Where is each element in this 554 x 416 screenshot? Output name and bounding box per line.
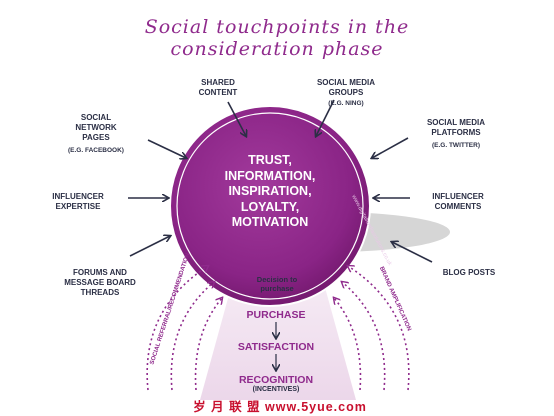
diagram-title: Social touchpoints in the consideration … <box>0 16 554 60</box>
site-watermark: 岁 月 联 盟 www.5yue.com <box>193 400 367 414</box>
left-arc-inner <box>194 298 222 391</box>
label-shared-content: SHARED CONTENT <box>198 78 238 97</box>
center-line-3: INSPIRATION, <box>228 184 312 198</box>
right-arc-outer <box>348 266 410 391</box>
arrow-social-media-platforms <box>372 137 409 158</box>
center-line-4: LOYALTY, <box>240 199 300 214</box>
arrow-social-network-pages <box>147 139 186 158</box>
stage-purchase: PURCHASE <box>246 309 306 321</box>
decision-to-purchase: Decision to purchase <box>256 275 298 293</box>
left-arc-middle <box>170 282 214 391</box>
center-line-5: MOTIVATION <box>231 215 309 229</box>
right-arc-middle <box>342 282 386 391</box>
center-line-1: TRUST, <box>248 153 292 167</box>
arrow-shared-content <box>227 101 246 136</box>
center-values: TRUST, INFORMATION, INSPIRATION, LOYALTY… <box>200 153 340 231</box>
label-social-network-pages: SOCIAL NETWORK PAGES (E.G. FACEBOOK) <box>68 113 124 154</box>
title-line-1: Social touchpoints in the <box>144 16 410 38</box>
central-circle <box>169 105 371 307</box>
center-line-2: INFORMATION, <box>224 168 316 183</box>
arrow-social-media-groups <box>316 99 335 136</box>
label-social-media-platforms: SOCIAL MEDIA PLATFORMS (E.G. TWITTER) <box>426 118 486 149</box>
label-social-media-groups: SOCIAL MEDIA GROUPS (E.G. NING) <box>316 78 376 107</box>
label-influencer-comments: INFLUENCER COMMENTS <box>432 192 484 211</box>
right-arc-inner <box>334 298 362 391</box>
arrow-forums <box>129 236 170 257</box>
central-circle-ring <box>176 112 364 300</box>
label-forums: FORUMS AND MESSAGE BOARD THREADS <box>64 268 136 297</box>
stage-incentives: (INCENTIVES) <box>252 386 300 393</box>
label-blog-posts: BLOG POSTS <box>442 268 496 277</box>
stage-satisfaction: SATISFACTION <box>237 341 315 353</box>
stage-recognition: RECOGNITION <box>238 374 314 386</box>
label-influencer-expertise: INFLUENCER EXPERTISE <box>52 192 104 211</box>
arrow-blog-posts <box>392 242 433 263</box>
title-line-2: consideration phase <box>170 38 384 60</box>
